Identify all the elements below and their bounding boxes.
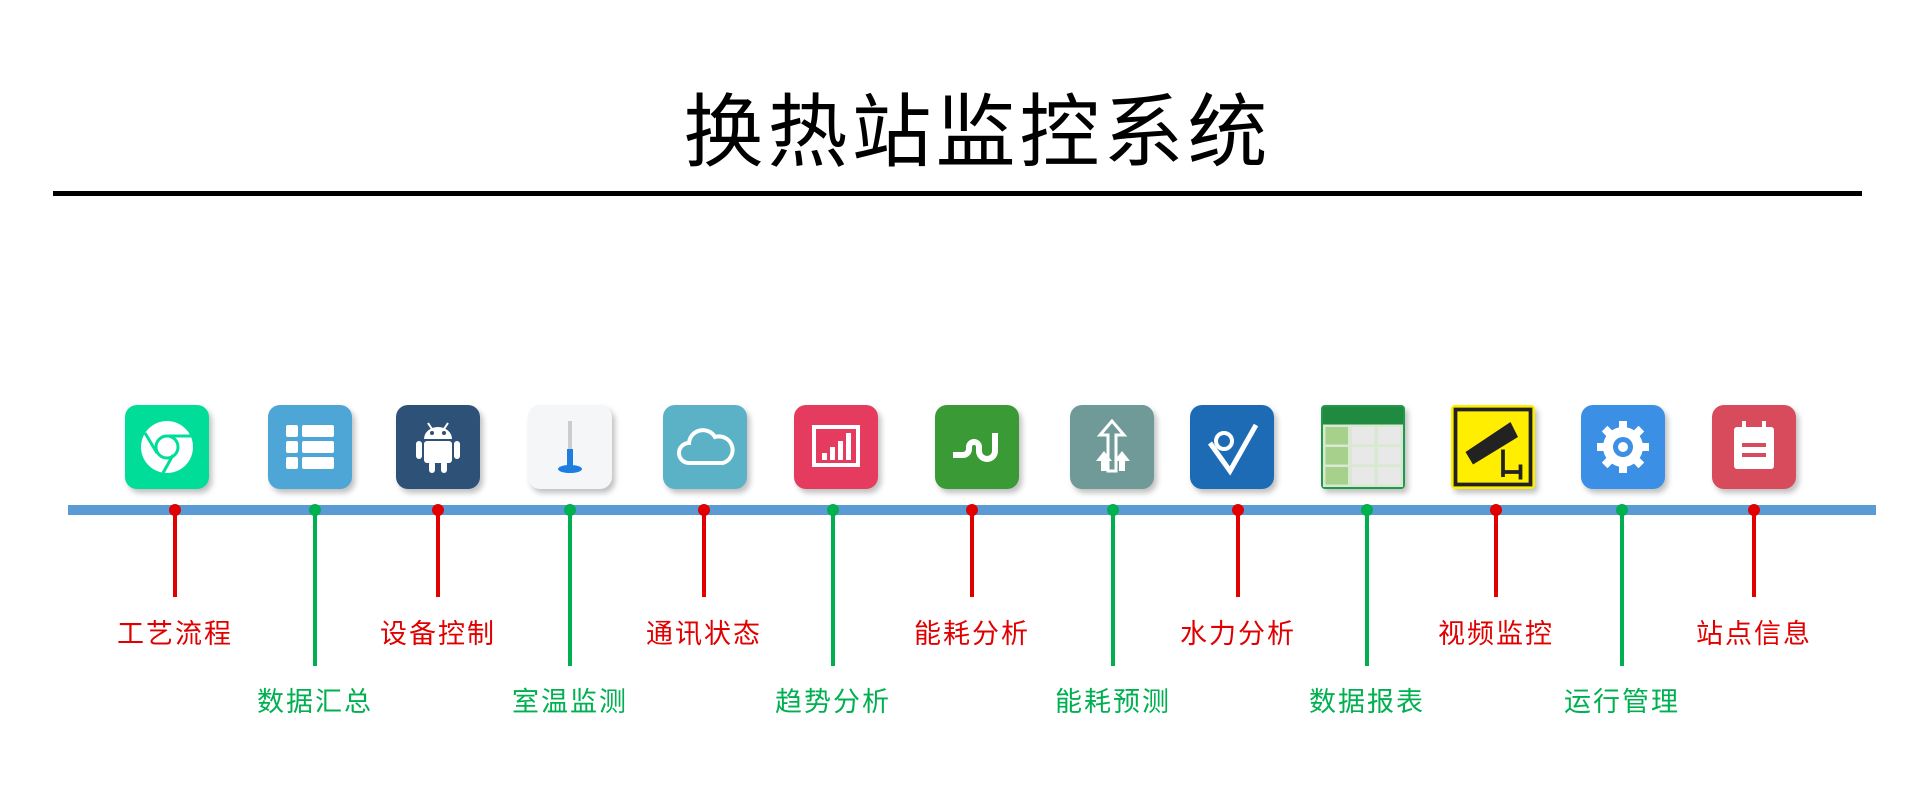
nav-label[interactable]: 工艺流程 [117, 619, 233, 650]
camera-icon [1453, 407, 1533, 487]
page-title: 换热站监控系统 [683, 86, 1272, 179]
arrows-up-icon [1096, 418, 1130, 473]
connector-line [436, 510, 440, 597]
android-icon [416, 422, 460, 473]
connector-line [568, 510, 572, 666]
timeline-dot [827, 504, 839, 516]
android-tile-button[interactable] [396, 405, 480, 489]
nav-label[interactable]: 通讯状态 [646, 619, 762, 650]
connector-line [173, 510, 177, 597]
connector-line [1365, 510, 1369, 666]
connector-line [702, 510, 706, 597]
timeline-dot [966, 504, 978, 516]
timeline-dot [564, 504, 576, 516]
connector-line [1236, 510, 1240, 597]
bar-chart-icon [812, 425, 860, 467]
timeline-dot [309, 504, 321, 516]
timeline-dot [698, 504, 710, 516]
checkmark-icon [1207, 423, 1259, 476]
nav-label[interactable]: 水力分析 [1180, 619, 1296, 650]
nav-label[interactable]: 能耗分析 [914, 619, 1030, 650]
nav-label[interactable]: 趋势分析 [775, 687, 891, 718]
connector-line [1620, 510, 1624, 666]
calendar-icon [1734, 421, 1774, 469]
checkmark-tile-button[interactable] [1190, 405, 1274, 489]
timeline-dot [169, 504, 181, 516]
cloud-tile-button[interactable] [663, 405, 747, 489]
timeline-dot [1107, 504, 1119, 516]
list-tile-button[interactable] [268, 405, 352, 489]
stumbleupon-icon [953, 433, 998, 462]
title-divider [53, 191, 1862, 196]
connector-line [1111, 510, 1115, 666]
cloud-icon [677, 428, 735, 465]
arrows-up-tile-button[interactable] [1070, 405, 1154, 489]
list-icon [286, 425, 334, 469]
timeline-dot [1748, 504, 1760, 516]
spreadsheet-icon [1323, 407, 1403, 487]
connector-line [831, 510, 835, 666]
nav-label[interactable]: 室温监测 [512, 687, 628, 718]
nav-label[interactable]: 运行管理 [1564, 687, 1680, 718]
connector-line [970, 510, 974, 597]
thermometer-icon [558, 421, 582, 473]
nav-label[interactable]: 数据报表 [1309, 687, 1425, 718]
nav-label[interactable]: 视频监控 [1438, 619, 1554, 650]
timeline-dot [1490, 504, 1502, 516]
spreadsheet-tile-button[interactable] [1321, 405, 1405, 489]
camera-tile-button[interactable] [1451, 405, 1535, 489]
chrome-tile-button[interactable] [125, 405, 209, 489]
stumbleupon-tile-button[interactable] [935, 405, 1019, 489]
calendar-tile-button[interactable] [1712, 405, 1796, 489]
bar-chart-tile-button[interactable] [794, 405, 878, 489]
gear-icon [1597, 421, 1649, 473]
gear-tile-button[interactable] [1581, 405, 1665, 489]
connector-line [1494, 510, 1498, 597]
nav-label[interactable]: 设备控制 [380, 619, 496, 650]
thermometer-tile-button[interactable] [528, 405, 612, 489]
nav-label[interactable]: 能耗预测 [1055, 687, 1171, 718]
connector-line [1752, 510, 1756, 597]
timeline-dot [1616, 504, 1628, 516]
nav-label[interactable]: 数据汇总 [257, 687, 373, 718]
timeline-dot [432, 504, 444, 516]
timeline-dot [1232, 504, 1244, 516]
connector-line [313, 510, 317, 666]
timeline-dot [1361, 504, 1373, 516]
chrome-icon [141, 421, 193, 474]
nav-label[interactable]: 站点信息 [1696, 619, 1812, 650]
